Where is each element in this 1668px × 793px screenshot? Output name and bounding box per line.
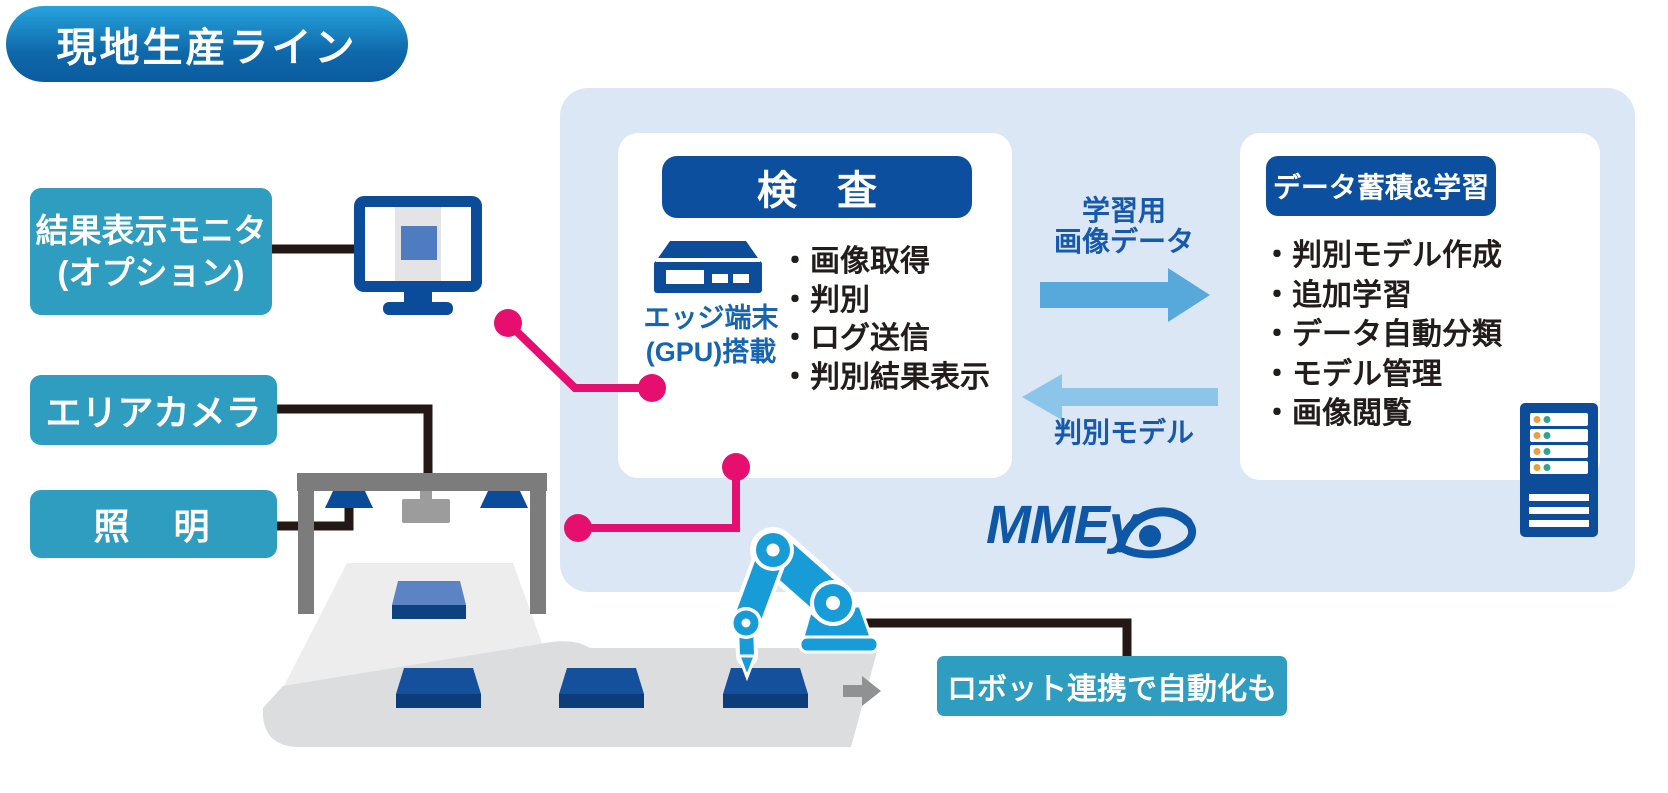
flow-label-training-line1: 学習用 — [1081, 195, 1166, 226]
result-monitor-line2: (オプション) — [57, 253, 245, 291]
bullet-item: ・判別 — [780, 283, 870, 317]
light-right-icon — [480, 491, 528, 508]
edge-device-caption-line2: (GPU)搭載 — [645, 337, 777, 367]
conveyor-direction-arrow-icon — [843, 676, 881, 706]
product-items — [392, 581, 808, 708]
learning-bullet-list: ・判別モデル作成 ・追加学習 ・データ自動分類 ・モデル管理 ・画像閲覧 — [1262, 236, 1502, 434]
learning-header: データ蓄積&学習 — [1266, 156, 1496, 216]
pink-connector-line — [564, 453, 750, 542]
robot-arm-icon — [729, 527, 880, 682]
result-monitor-line1: 結果表示モニタ — [35, 212, 267, 250]
bullet-item: ・追加学習 — [1262, 278, 1412, 312]
mmeye-logo: MMEy — [986, 495, 1139, 555]
label-box-area-camera: エリアカメラ — [30, 375, 277, 445]
robot-note-box: ロボット連携で自動化も — [937, 656, 1287, 716]
inspection-bullet-list: ・画像取得 ・判別 ・ログ送信 ・判別結果表示 — [780, 243, 990, 397]
edge-device-icon — [654, 241, 762, 293]
cable-lines — [270, 244, 1132, 660]
area-camera-label: エリアカメラ — [45, 392, 262, 433]
flow-label-training-images: 学習用 画像データ — [1034, 195, 1214, 257]
bullet-item: ・判別結果表示 — [780, 360, 990, 394]
light-left-icon — [325, 491, 373, 508]
flow-label-model: 判別モデル — [1053, 417, 1194, 448]
bullet-item: ・モデル管理 — [1262, 357, 1442, 391]
edge-device-caption-line1: エッジ端末 — [643, 303, 779, 333]
bullet-item: ・データ自動分類 — [1262, 318, 1502, 351]
edge-device-caption: エッジ端末 (GPU)搭載 — [622, 301, 800, 369]
eye-icon — [1115, 507, 1197, 559]
camera-icon — [402, 499, 450, 523]
inspection-header: 検 査 — [662, 156, 972, 218]
flow-label-training-line2: 画像データ — [1053, 226, 1194, 257]
bullet-item: ・画像取得 — [780, 245, 930, 278]
camera-gantry — [297, 473, 547, 614]
pink-connector-monitor — [494, 309, 666, 402]
bullet-item: ・画像閲覧 — [1262, 397, 1412, 430]
label-box-result-monitor: 結果表示モニタ (オプション) — [30, 188, 272, 315]
page-title: 現地生産ライン — [6, 6, 408, 82]
lighting-label: 照 明 — [93, 506, 214, 547]
camera-stem — [420, 491, 432, 501]
flow-arrow-left-icon — [1022, 374, 1218, 420]
bullet-item: ・判別モデル作成 — [1262, 239, 1502, 272]
server-icon — [1520, 403, 1598, 537]
bullet-item: ・ログ送信 — [780, 322, 930, 355]
label-box-lighting: 照 明 — [30, 490, 277, 558]
monitor-icon — [354, 196, 482, 315]
flow-arrow-right-icon — [1040, 268, 1210, 322]
